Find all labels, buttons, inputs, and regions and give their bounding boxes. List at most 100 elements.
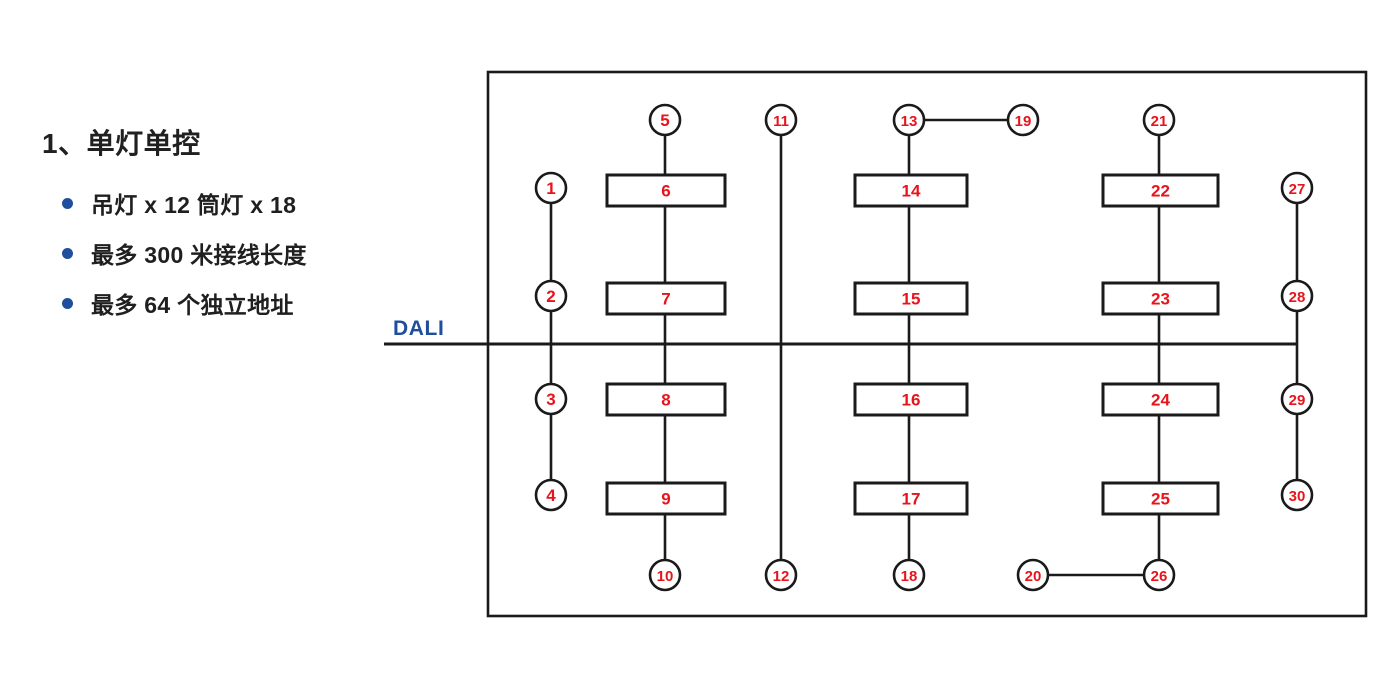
- fixture-rect-24[interactable]: 24: [1101, 382, 1220, 417]
- wire-layer: [549, 118, 1299, 577]
- fixture-rect-number: 7: [661, 290, 670, 309]
- fixture-rect-number: 6: [661, 182, 670, 201]
- fixture-circle-29[interactable]: 29: [1280, 382, 1314, 416]
- fixture-rect-14[interactable]: 14: [853, 173, 969, 208]
- fixture-circle-26[interactable]: 26: [1142, 558, 1176, 592]
- fixture-rect-number: 24: [1151, 391, 1170, 410]
- feature-bullet-list: 吊灯 x 12 筒灯 x 18 最多 300 米接线长度 最多 64 个独立地址: [62, 178, 402, 328]
- fixture-rect-layer: 6 7 8 9 14 15 16 17 22 23 24 25: [605, 173, 1220, 516]
- fixture-circle-number: 27: [1289, 181, 1306, 198]
- list-item-label: 最多 64 个独立地址: [91, 292, 294, 318]
- fixture-rect-9[interactable]: 9: [605, 481, 727, 516]
- fixture-circle-shape: [648, 103, 682, 137]
- fixture-circle-5[interactable]: 5: [648, 103, 682, 137]
- fixture-circle-number: 26: [1151, 568, 1168, 585]
- fixture-circle-shape: [534, 478, 568, 512]
- fixture-circle-27[interactable]: 27: [1280, 171, 1314, 205]
- bullet-dot-icon: [62, 247, 73, 259]
- fixture-rect-shape: [853, 382, 969, 417]
- fixture-rect-shape: [1101, 481, 1220, 516]
- fixture-circle-30[interactable]: 30: [1280, 478, 1314, 512]
- fixture-circle-28[interactable]: 28: [1280, 279, 1314, 313]
- list-item: 最多 64 个独立地址: [62, 278, 402, 328]
- fixture-rect-shape: [853, 481, 969, 516]
- fixture-circle-shape: [1142, 103, 1176, 137]
- fixture-circle-21[interactable]: 21: [1142, 103, 1176, 137]
- fixture-circle-shape: [892, 103, 926, 137]
- fixture-rect-number: 9: [661, 490, 670, 509]
- fixture-circle-shape: [892, 558, 926, 592]
- fixture-circle-number: 13: [901, 113, 918, 130]
- fixture-rect-shape: [605, 281, 727, 316]
- bullet-dot-icon: [62, 297, 73, 309]
- fixture-rect-7[interactable]: 7: [605, 281, 727, 316]
- bullet-dot-icon: [62, 197, 73, 209]
- list-item-label: 最多 300 米接线长度: [91, 242, 307, 268]
- fixture-circle-shape: [1006, 103, 1040, 137]
- fixture-circle-number: 11: [773, 113, 789, 130]
- fixture-rect-8[interactable]: 8: [605, 382, 727, 417]
- fixture-rect-15[interactable]: 15: [853, 281, 969, 316]
- fixture-circle-shape: [1142, 558, 1176, 592]
- fixture-circle-10[interactable]: 10: [648, 558, 682, 592]
- fixture-circle-number: 3: [546, 390, 555, 409]
- fixture-rect-number: 23: [1151, 290, 1170, 309]
- fixture-circle-13[interactable]: 13: [892, 103, 926, 137]
- fixture-circle-shape: [764, 103, 798, 137]
- fixture-circle-number: 18: [901, 568, 918, 585]
- fixture-circle-shape: [1280, 279, 1314, 313]
- fixture-rect-16[interactable]: 16: [853, 382, 969, 417]
- fixture-circle-number: 12: [773, 568, 790, 585]
- fixture-circle-number: 28: [1289, 289, 1306, 306]
- fixture-rect-shape: [605, 382, 727, 417]
- list-item: 最多 300 米接线长度: [62, 228, 402, 278]
- fixture-rect-number: 16: [902, 391, 921, 410]
- fixture-circle-19[interactable]: 19: [1006, 103, 1040, 137]
- fixture-circle-number: 2: [546, 287, 555, 306]
- fixture-circle-4[interactable]: 4: [534, 478, 568, 512]
- fixture-rect-number: 8: [661, 391, 670, 410]
- fixture-circle-shape: [534, 279, 568, 313]
- fixture-circle-number: 30: [1289, 488, 1306, 505]
- fixture-rect-23[interactable]: 23: [1101, 281, 1220, 316]
- fixture-rect-number: 22: [1151, 182, 1170, 201]
- fixture-circle-number: 10: [657, 568, 674, 585]
- fixture-rect-25[interactable]: 25: [1101, 481, 1220, 516]
- fixture-rect-17[interactable]: 17: [853, 481, 969, 516]
- fixture-circle-number: 20: [1025, 568, 1042, 585]
- fixture-rect-shape: [1101, 173, 1220, 208]
- fixture-rect-number: 25: [1151, 490, 1170, 509]
- fixture-circle-shape: [1016, 558, 1050, 592]
- fixture-circle-number: 1: [546, 179, 555, 198]
- info-panel: 1、单灯单控 吊灯 x 12 筒灯 x 18 最多 300 米接线长度 最多 6…: [0, 0, 420, 698]
- fixture-rect-shape: [1101, 281, 1220, 316]
- fixture-circle-2[interactable]: 2: [534, 279, 568, 313]
- fixture-circle-11[interactable]: 11: [764, 103, 798, 137]
- list-item: 吊灯 x 12 筒灯 x 18: [62, 178, 402, 228]
- fixture-circle-1[interactable]: 1: [534, 171, 568, 205]
- fixture-circle-shape: [534, 382, 568, 416]
- list-item-label: 吊灯 x 12 筒灯 x 18: [91, 192, 297, 218]
- fixture-circle-number: 5: [660, 111, 669, 130]
- fixture-circle-number: 21: [1151, 113, 1168, 130]
- fixture-circle-20[interactable]: 20: [1016, 558, 1050, 592]
- fixture-rect-number: 17: [902, 490, 921, 509]
- fixture-circle-number: 19: [1015, 113, 1032, 130]
- fixture-rect-shape: [853, 281, 969, 316]
- fixture-circle-12[interactable]: 12: [764, 558, 798, 592]
- fixture-rect-shape: [605, 481, 727, 516]
- dali-bus-label: DALI: [393, 317, 445, 340]
- fixture-circle-shape: [1280, 478, 1314, 512]
- fixture-rect-6[interactable]: 6: [605, 173, 727, 208]
- fixture-circle-number: 4: [546, 486, 556, 505]
- fixture-circle-shape: [1280, 171, 1314, 205]
- fixture-circle-18[interactable]: 18: [892, 558, 926, 592]
- page-title: 1、单灯单控: [42, 128, 201, 159]
- fixture-rect-22[interactable]: 22: [1101, 173, 1220, 208]
- fixture-rect-shape: [1101, 382, 1220, 417]
- fixture-circle-shape: [648, 558, 682, 592]
- fixture-circle-3[interactable]: 3: [534, 382, 568, 416]
- fixture-circle-shape: [534, 171, 568, 205]
